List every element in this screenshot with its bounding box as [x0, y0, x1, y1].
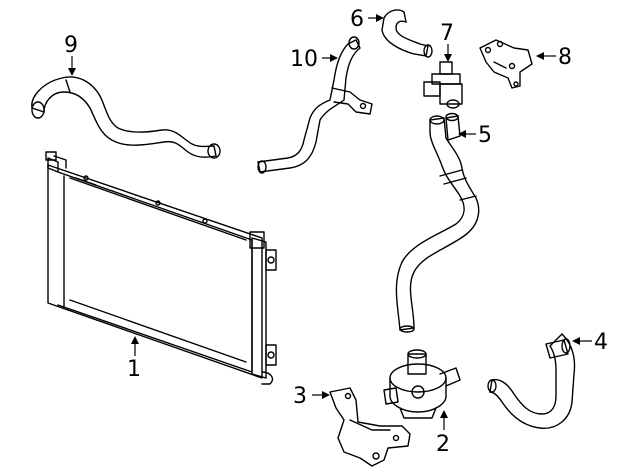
- hose-10: [257, 36, 373, 174]
- callout-10: 10: [290, 47, 318, 72]
- callout-9: 9: [64, 33, 78, 58]
- bracket-3: [329, 387, 411, 467]
- callout-2: 2: [436, 432, 450, 457]
- leader-lines: [68, 14, 592, 430]
- callout-7: 7: [440, 21, 454, 46]
- callout-5: 5: [478, 123, 492, 148]
- callout-3: 3: [293, 384, 307, 409]
- callout-4: 4: [594, 330, 608, 355]
- callout-8: 8: [558, 45, 572, 70]
- callout-1: 1: [127, 357, 141, 382]
- pump-2: [383, 349, 461, 419]
- bracket-8: [479, 39, 533, 89]
- hose-6: [381, 9, 433, 58]
- connector-7: [423, 61, 463, 109]
- callout-6: 6: [350, 7, 364, 32]
- hose-9: [31, 76, 221, 159]
- radiator: [45, 151, 277, 385]
- hose-5: [395, 112, 480, 333]
- hose-4: [487, 333, 576, 429]
